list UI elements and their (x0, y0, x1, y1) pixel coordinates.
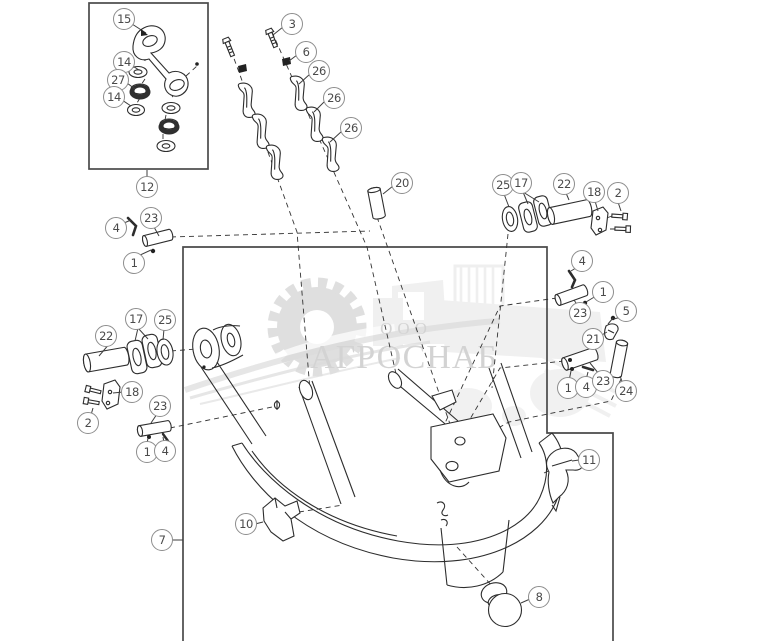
pin-assembly-left-lower (136, 419, 173, 443)
bushing-assembly-right (499, 194, 594, 234)
bracket-10 (262, 497, 301, 542)
pin-24 (609, 338, 629, 380)
pin-assembly-left-upper (126, 216, 175, 254)
detail-inset-box (88, 2, 209, 170)
bracket-18-left (101, 379, 121, 410)
pin-20 (366, 186, 387, 221)
bolts-2-left (82, 384, 102, 406)
bracket-18-right (590, 206, 609, 236)
hook-fastener-set-right (264, 27, 343, 174)
bracket-11 (546, 447, 583, 513)
pin-assembly-right-upper (553, 269, 590, 307)
bushing-assembly-left (81, 332, 176, 376)
watermark: ООО АГРОСНАБ (184, 264, 623, 426)
frame-weldment (192, 323, 565, 589)
watermark-prefix: ООО (380, 319, 432, 338)
hook-fastener-set-left (221, 36, 287, 182)
knob-part-8 (480, 582, 523, 628)
pin-assembly-right-lower (559, 346, 600, 372)
clip-21 (604, 323, 619, 341)
bolt-5 (607, 315, 616, 325)
main-view-outline (182, 246, 614, 641)
lever-assembly (126, 25, 199, 176)
watermark-title: АГРОСНАБ (310, 339, 498, 376)
bolts-2-right (611, 212, 632, 234)
